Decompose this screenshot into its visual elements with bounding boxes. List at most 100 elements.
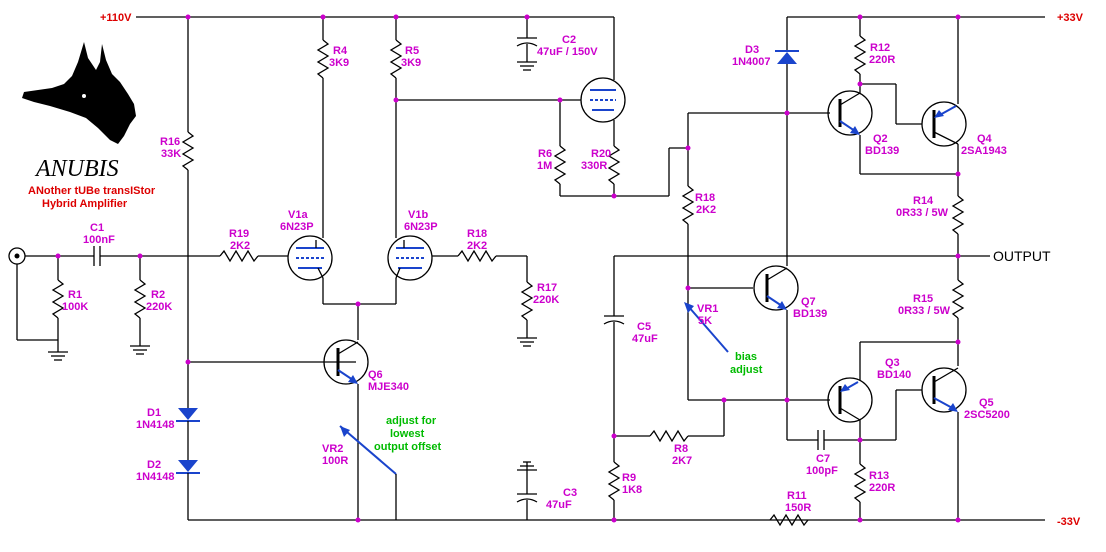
q7-transistor-icon <box>753 265 799 311</box>
vr1-value: 5K <box>698 315 712 327</box>
v1b-value: 6N23P <box>404 221 438 233</box>
c7-ref: C7 <box>816 453 830 465</box>
ground-icon <box>130 345 150 355</box>
r18b-ref: R18 <box>695 192 715 204</box>
q5-value: 2SC5200 <box>964 409 1010 421</box>
c2-value: 47uF / 150V <box>537 46 598 58</box>
r16-value: 33K <box>161 148 181 160</box>
q2-value: BD139 <box>865 145 899 157</box>
brand-subtitle-1: ANother tUBe transIStor <box>28 185 156 197</box>
r13-ref: R13 <box>869 470 889 482</box>
r1-ref: R1 <box>68 289 82 301</box>
c7-value: 100pF <box>806 465 838 477</box>
r4-ref: R4 <box>333 45 348 57</box>
r4-value: 3K9 <box>329 57 349 69</box>
r11-value: 150R <box>785 502 811 514</box>
c3-ref: C3 <box>563 487 577 499</box>
v1b-ref: V1b <box>408 209 428 221</box>
c2-ref: C2 <box>562 34 576 46</box>
r8-ref: R8 <box>674 443 688 455</box>
v1b-tube-icon <box>387 235 433 281</box>
brand-title: ANUBIS <box>34 156 119 182</box>
vr2-value: 100R <box>322 455 348 467</box>
r2-ref: R2 <box>151 289 165 301</box>
vr2-ref: VR2 <box>322 443 343 455</box>
vr1-ref: VR1 <box>697 303 718 315</box>
d1-value: 1N4148 <box>136 419 175 431</box>
rail-minus-33: -33V <box>1057 516 1081 528</box>
r15-ref: R15 <box>913 293 933 305</box>
d3-ref: D3 <box>745 44 759 56</box>
d2-ref: D2 <box>147 459 161 471</box>
vr1-wiper-icon[interactable] <box>687 305 729 353</box>
vr2-wiper-icon[interactable] <box>339 425 397 475</box>
q6-value: MJE340 <box>368 381 409 393</box>
r14-value: 0R33 / 5W <box>896 207 949 219</box>
q3-ref: Q3 <box>885 357 900 369</box>
anubis-logo <box>22 42 136 144</box>
d3-diode-icon <box>777 52 797 64</box>
r19-ref: R19 <box>229 228 249 240</box>
r5-ref: R5 <box>405 45 419 57</box>
q2-ref: Q2 <box>873 133 888 145</box>
r17-ref: R17 <box>537 282 557 294</box>
q6-transistor-icon <box>323 339 369 385</box>
r17-value: 220K <box>533 294 559 306</box>
c5-value: 47uF <box>632 333 658 345</box>
c1-value: 100nF <box>83 234 115 246</box>
offset-note-2: lowest <box>390 428 425 440</box>
r11-ref: R11 <box>787 490 807 502</box>
offset-note-3: output offset <box>374 441 442 453</box>
q4-value: 2SA1943 <box>961 145 1007 157</box>
junction-dots <box>55 14 961 523</box>
r18a-value: 2K2 <box>467 240 487 252</box>
r9-ref: R9 <box>622 472 636 484</box>
d2-diode-icon <box>178 460 198 472</box>
q3-transistor-icon <box>827 377 873 423</box>
r1-value: 100K <box>62 301 88 313</box>
offset-note-1: adjust for <box>386 415 437 427</box>
r2-value: 220K <box>146 301 172 313</box>
r14-ref: R14 <box>913 195 934 207</box>
d1-ref: D1 <box>147 407 161 419</box>
v-follower-tube-icon <box>580 77 626 123</box>
r6-ref: R6 <box>538 148 552 160</box>
r20-value: 330R <box>581 160 607 172</box>
brand-subtitle-2: Hybrid Amplifier <box>42 198 128 210</box>
v1a-ref: V1a <box>288 209 308 221</box>
v1a-tube-icon <box>287 235 333 281</box>
bias-note-2: adjust <box>730 364 763 376</box>
r8-value: 2K7 <box>672 455 692 467</box>
q3-value: BD140 <box>877 369 911 381</box>
r19-value: 2K2 <box>230 240 250 252</box>
r18b-value: 2K2 <box>696 204 716 216</box>
ground-icon <box>517 337 537 347</box>
d1-diode-icon <box>178 408 198 420</box>
q7-value: BD139 <box>793 308 827 320</box>
q4-transistor-icon <box>921 101 967 147</box>
d2-value: 1N4148 <box>136 471 175 483</box>
r12-value: 220R <box>869 54 895 66</box>
r13-value: 220R <box>869 482 895 494</box>
r12-ref: R12 <box>870 42 890 54</box>
r15-value: 0R33 / 5W <box>898 305 951 317</box>
r6-value: 1M <box>537 160 552 172</box>
q2-transistor-icon <box>827 90 873 136</box>
r20-ref: R20 <box>591 148 611 160</box>
r5-value: 3K9 <box>401 57 421 69</box>
d3-value: 1N4007 <box>732 56 771 68</box>
q6-ref: Q6 <box>368 369 383 381</box>
q5-transistor-icon <box>921 367 967 413</box>
ground-icon <box>517 461 537 471</box>
r18a-ref: R18 <box>467 228 487 240</box>
q4-ref: Q4 <box>977 133 993 145</box>
rail-plus-110: +110V <box>100 12 132 24</box>
c5-ref: C5 <box>637 321 651 333</box>
ground-icon <box>48 351 68 361</box>
q7-ref: Q7 <box>801 296 816 308</box>
r16-ref: R16 <box>160 136 180 148</box>
q5-ref: Q5 <box>979 397 994 409</box>
c1-ref: C1 <box>90 222 104 234</box>
v1a-value: 6N23P <box>280 221 314 233</box>
